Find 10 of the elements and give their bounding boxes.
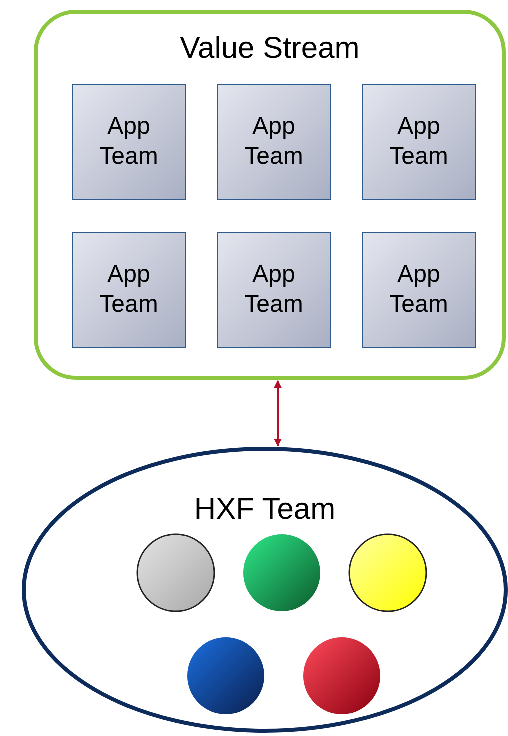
team-box: App Team <box>362 232 476 348</box>
team-box: App Team <box>72 84 186 200</box>
group-title: Value Stream <box>179 32 361 66</box>
team-box: App Team <box>217 232 331 348</box>
team-box: App Team <box>72 232 186 348</box>
team-box: App Team <box>217 84 331 200</box>
double-arrow <box>274 380 282 447</box>
team-box: App Team <box>362 84 476 200</box>
team-title: HXF Team <box>193 493 337 527</box>
group-container <box>34 10 506 380</box>
